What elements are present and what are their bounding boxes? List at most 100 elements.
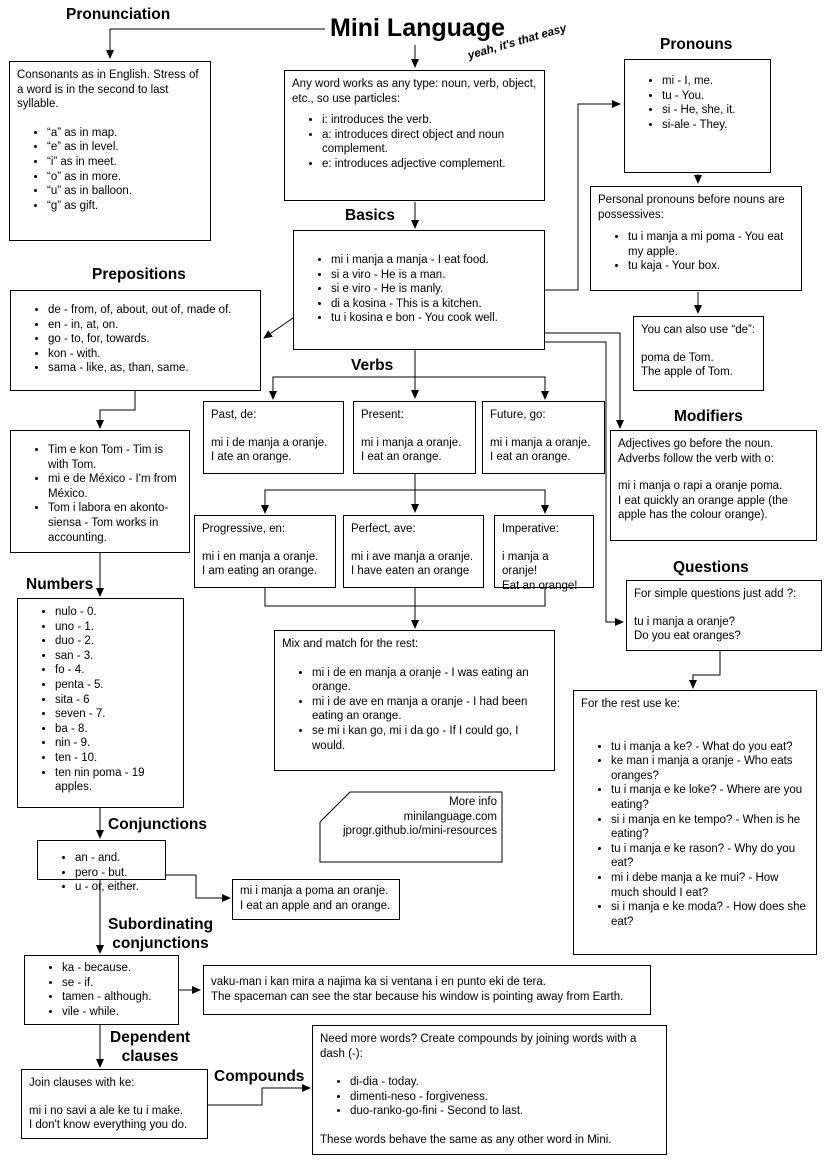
- list-item: i: introduces the verb.: [322, 113, 537, 128]
- list-item: tu i kosina e bon - You cook well.: [331, 311, 537, 326]
- heading-prepositions: Prepositions: [92, 266, 186, 283]
- list-item: “o” as in more.: [47, 170, 203, 185]
- dependent-intro: Join clauses with ke:: [29, 1077, 135, 1089]
- arrow-aspect-split: [264, 489, 546, 512]
- list-item: pero - but.: [75, 866, 158, 881]
- verb-past-label: Past, de:: [211, 409, 257, 421]
- pronouns-box: mi - I, me. tu - You. si - He, she, it. …: [624, 59, 771, 173]
- list-item: tu kaja - Your box.: [628, 259, 794, 274]
- list-item: duo - 2.: [55, 634, 176, 649]
- more-info-link[interactable]: minilanguage.com: [403, 810, 497, 823]
- list-item: u - or, either.: [75, 880, 158, 895]
- subordinating-box: ka - because. se - if. tamen - although.…: [24, 955, 179, 1025]
- list-item: “e” as in level.: [47, 140, 203, 155]
- heading-modifiers: Modifiers: [674, 408, 743, 425]
- list-item: si i manja en ke tempo? - When is he eat…: [611, 813, 809, 842]
- list-item: sama - like, as, than, same.: [48, 361, 253, 376]
- basics-box: mi i manja a manja - I eat food. si a vi…: [293, 230, 545, 350]
- list-item: seven - 7.: [55, 707, 176, 722]
- list-item: si i manja e ke moda? - How does she eat…: [611, 900, 809, 929]
- particles-intro: Any word works as any type: noun, verb, …: [292, 78, 537, 105]
- list-item: uno - 1.: [55, 620, 176, 635]
- list-item: mi - I, me.: [662, 74, 763, 89]
- possessives-box: Personal pronouns before nouns are posse…: [590, 186, 802, 291]
- list-item: sita - 6: [55, 693, 176, 708]
- heading-pronouns: Pronouns: [660, 36, 733, 53]
- list-item: dimenti-neso - forgiveness.: [350, 1090, 659, 1105]
- verb-perfect-label: Perfect, ave:: [351, 523, 416, 535]
- questions-ke-intro: For the rest use ke:: [581, 698, 681, 710]
- list-item: “a” as in map.: [47, 126, 203, 141]
- list-item: ba - 8.: [55, 722, 176, 737]
- list-item: mi i debe manja a ke mui? - How much sho…: [611, 871, 809, 900]
- verb-past-box: Past, de: mi i de manja a oranje. I ate …: [203, 401, 344, 474]
- arrow-basics-to-prepositions: [263, 317, 294, 339]
- de-note-intro: You can also use “de”:: [641, 324, 756, 336]
- list-item: duo-ranko-go-fini - Second to last.: [350, 1104, 659, 1119]
- list-item: si-ale - They.: [662, 118, 763, 133]
- heading-questions: Questions: [673, 559, 749, 576]
- list-item: ten nin poma - 19 apples.: [55, 766, 176, 795]
- list-item: mi i de en manja a oranje - I was eating…: [312, 666, 547, 695]
- compounds-intro: Need more words? Create compounds by joi…: [320, 1033, 637, 1060]
- heading-subordinating-conjunctions: Subordinating conjunctions: [108, 916, 214, 952]
- list-item: di-dia - today.: [350, 1075, 659, 1090]
- arrow-prepositions-to-examples: [96, 391, 136, 429]
- list-item: tu i manja e ke loke? - Where are you ea…: [611, 783, 809, 812]
- conjunction-example: mi i manja a poma an oranje. I eat an ap…: [240, 885, 391, 912]
- list-item: “g” as gift.: [47, 199, 203, 214]
- list-item: si e viro - He is manly.: [331, 282, 537, 297]
- list-item: se mi i kan go, mi i da go - If I could …: [312, 724, 547, 753]
- modifiers-box: Adjectives go before the noun. Adverbs f…: [610, 430, 817, 541]
- dependent-clauses-box: Join clauses with ke: mi i no savi a ale…: [21, 1069, 208, 1139]
- arrow-basics-to-modifiers: [545, 332, 624, 429]
- verb-present-label: Present:: [361, 409, 404, 421]
- possessives-intro: Personal pronouns before nouns are posse…: [598, 194, 785, 221]
- questions-simple-box: For simple questions just add ?: tu i ma…: [626, 580, 822, 651]
- list-item: mi i manja a manja - I eat food.: [331, 253, 537, 268]
- preposition-examples-box: Tim e kon Tom - Tim is with Tom. mi e de…: [10, 430, 190, 553]
- page-title: Mini Language: [330, 14, 505, 42]
- more-info-note: More info minilanguage.com jprogr.github…: [322, 795, 497, 839]
- mix-intro: Mix and match for the rest:: [282, 638, 419, 650]
- heading-dependent-clauses: Dependent clauses: [110, 1029, 191, 1065]
- heading-pronunciation: Pronunciation: [66, 6, 171, 23]
- verb-progressive-box: Progressive, en: mi i en manja a oranje.…: [194, 515, 336, 588]
- list-item: san - 3.: [55, 649, 176, 664]
- verb-imperative-label: Imperative:: [502, 523, 559, 535]
- de-note-box: You can also use “de”: poma de Tom. The …: [633, 316, 764, 391]
- prepositions-box: de - from, of, about, out of, made of. e…: [10, 290, 261, 391]
- list-item: kon - with.: [48, 347, 253, 362]
- arrow-verbs-split: [272, 376, 546, 398]
- list-item: “u” as in balloon.: [47, 184, 203, 199]
- heading-conjunctions: Conjunctions: [108, 816, 208, 833]
- list-item: de - from, of, about, out of, made of.: [48, 303, 253, 318]
- verb-future-box: Future, go: mi i manja a oranje. I eat a…: [482, 401, 605, 474]
- list-item: penta - 5.: [55, 678, 176, 693]
- list-item: en - in, at, on.: [48, 318, 253, 333]
- list-item: tu - You.: [662, 89, 763, 104]
- list-item: ka - because.: [62, 961, 171, 976]
- arrow-title-to-pronunciation: [106, 28, 325, 59]
- compounds-box: Need more words? Create compounds by joi…: [312, 1025, 667, 1155]
- list-item: tu i manja a mi poma - You eat my apple.: [628, 230, 794, 259]
- more-info-frame: [319, 791, 503, 863]
- list-item: mi i de ave en manja a oranje - I had be…: [312, 695, 547, 724]
- de-note-example: poma de Tom. The apple of Tom.: [641, 351, 733, 379]
- verb-perfect-box: Perfect, ave: mi i ave manja a oranje. I…: [343, 515, 484, 588]
- compounds-outro: These words behave the same as any other…: [320, 1133, 612, 1146]
- arrow-questions-to-ke: [689, 651, 721, 689]
- verb-future-label: Future, go:: [490, 409, 546, 421]
- list-item: ke man i manja a oranje - Who eats orang…: [611, 754, 809, 783]
- verb-imperative-example: i manja a oranje! Eat an orange!: [502, 550, 578, 592]
- list-item: e: introduces adjective complement.: [322, 157, 537, 172]
- list-item: si a viro - He is a man.: [331, 268, 537, 283]
- conjunctions-box: an - and. pero - but. u - or, either.: [37, 840, 166, 893]
- more-info-link[interactable]: jprogr.github.io/mini-resources: [342, 825, 497, 838]
- arrow-dependent-to-compounds: [208, 1084, 311, 1106]
- modifiers-example: mi i manja o rapi a oranje poma. I eat q…: [618, 480, 789, 522]
- verb-present-example: mi i manja a oranje. I eat an orange.: [361, 436, 462, 464]
- more-info-label: More info: [449, 796, 497, 808]
- list-item: Tim e kon Tom - Tim is with Tom.: [48, 443, 182, 472]
